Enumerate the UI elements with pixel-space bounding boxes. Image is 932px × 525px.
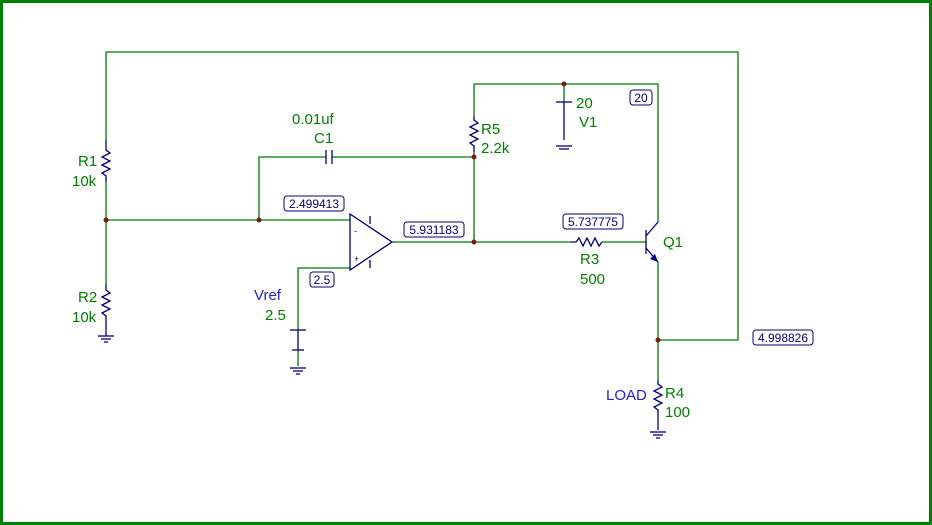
r4-tag: LOAD	[606, 387, 647, 404]
resistor-r1[interactable]: R1 10k	[72, 140, 112, 190]
feedback-wire	[105, 51, 739, 341]
resistor-r4[interactable]: LOAD R4 100	[606, 380, 690, 430]
junction-divider	[103, 217, 109, 223]
ground-icon	[98, 330, 114, 343]
r5-ref: R5	[481, 121, 500, 138]
junction-emitter	[655, 337, 661, 343]
probe-base[interactable]: 5.737775	[562, 213, 624, 230]
c1-left-wire	[258, 156, 326, 220]
c1-value: 0.01uf	[292, 111, 335, 128]
probe-supply[interactable]: 20	[629, 89, 653, 106]
r1-ref: R1	[78, 153, 97, 170]
capacitor-c1[interactable]: 0.01uf C1	[292, 111, 335, 164]
r1-value: 10k	[72, 173, 97, 190]
ground-icon	[290, 367, 306, 375]
r2-ref: R2	[78, 289, 97, 306]
probe-emitter[interactable]: 4.998826	[752, 329, 814, 346]
r2-value: 10k	[72, 309, 97, 326]
opamp-plus-label: +	[354, 254, 359, 264]
opamp-minus-label: -	[354, 226, 357, 236]
q1-ref: Q1	[663, 234, 683, 251]
svg-text:2.5: 2.5	[314, 273, 331, 287]
transistor-q1[interactable]: Q1	[645, 221, 683, 263]
v1-ref: V1	[579, 114, 597, 131]
r3-value: 500	[580, 271, 605, 288]
probe-inverting-input[interactable]: 2.499413	[283, 195, 345, 212]
r4-ref: R4	[665, 385, 684, 402]
r4-value: 100	[665, 404, 690, 421]
opamp[interactable]: - +	[349, 212, 394, 272]
junction-supply	[561, 81, 567, 87]
probe-noninverting-input[interactable]: 2.5	[309, 271, 335, 288]
svg-text:5.931183: 5.931183	[409, 223, 458, 237]
c1-ref: C1	[314, 130, 333, 147]
svg-text:20: 20	[634, 91, 648, 105]
vref-ref: Vref	[254, 287, 282, 304]
junctions	[103, 81, 661, 343]
junction-output	[471, 239, 477, 245]
vref-wire	[297, 267, 350, 330]
svg-text:2.499413: 2.499413	[289, 197, 339, 211]
ground-icon	[650, 431, 666, 439]
vref-value: 2.5	[265, 307, 286, 324]
probe-opamp-output[interactable]: 5.931183	[403, 221, 465, 238]
r5-value: 2.2k	[481, 140, 510, 157]
resistor-r2[interactable]: R2 10k	[72, 284, 112, 330]
voltage-source-v1[interactable]: 20 V1	[556, 95, 597, 150]
resistor-r3[interactable]: R3 500	[570, 236, 605, 288]
junction-c1-r5	[471, 154, 477, 160]
resistor-r5[interactable]: R5 2.2k	[468, 116, 510, 157]
svg-text:4.998826: 4.998826	[758, 331, 808, 345]
voltage-source-vref[interactable]: Vref 2.5	[254, 287, 306, 351]
r3-ref: R3	[580, 251, 599, 268]
svg-text:5.737775: 5.737775	[568, 215, 618, 229]
v1-value: 20	[576, 95, 593, 112]
junction-inverting	[256, 217, 262, 223]
